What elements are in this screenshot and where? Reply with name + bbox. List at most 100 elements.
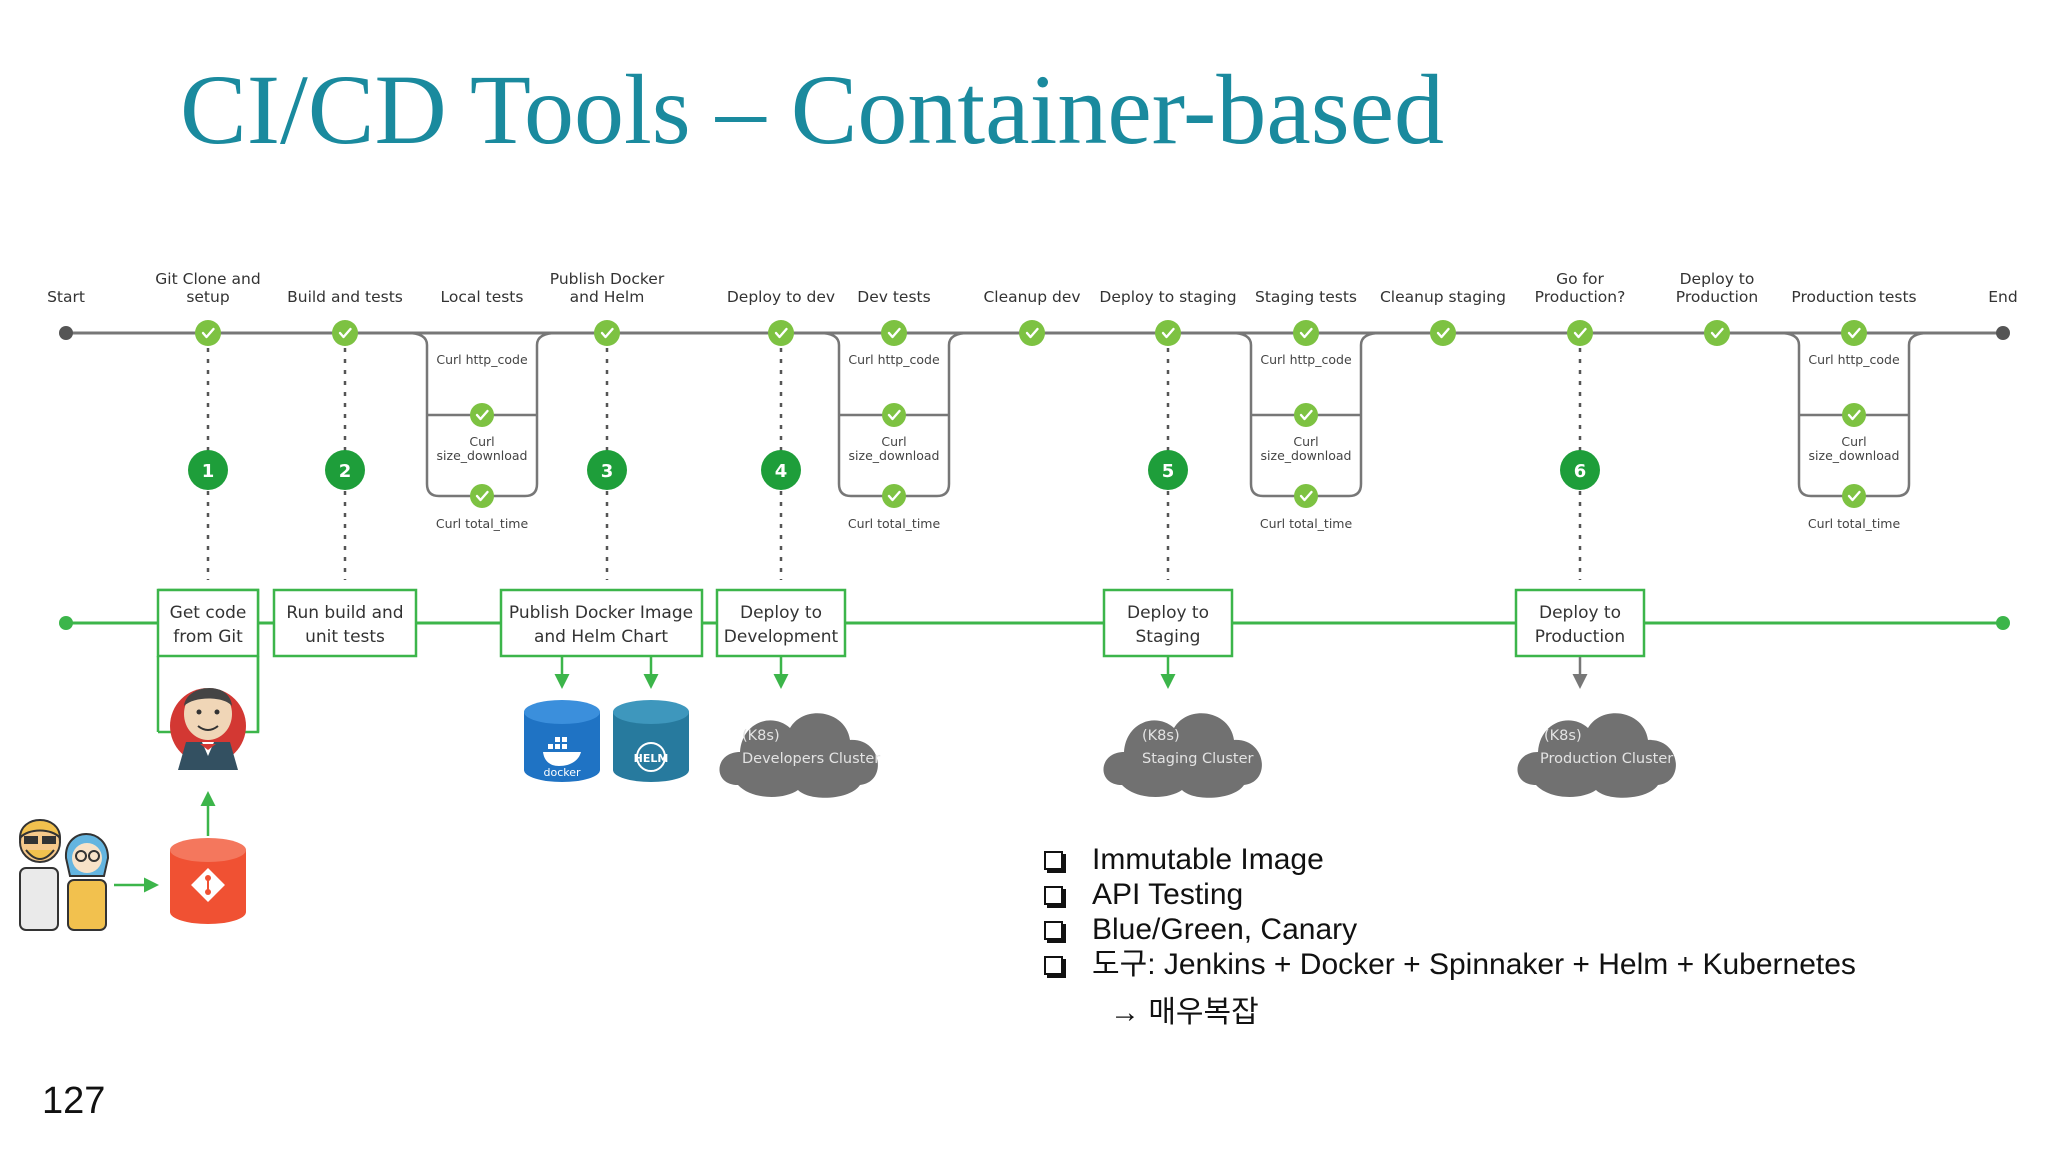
cloud-label: Developers Cluster xyxy=(742,751,880,767)
pipeline-end-dot xyxy=(1996,326,2010,340)
bullet-item: 도구: Jenkins + Docker + Spinnaker + Helm … xyxy=(1040,947,1856,982)
deploy-dev-box xyxy=(715,588,847,658)
check-icon xyxy=(1567,320,1593,346)
check-icon xyxy=(1841,320,1867,346)
docker-registry-icon: docker xyxy=(524,700,600,782)
bullet-text: 도구: Jenkins + Docker + Spinnaker + Helm … xyxy=(1092,948,1856,981)
test-step-label: Curl total_time xyxy=(436,516,529,531)
step-number: 3 xyxy=(587,348,627,580)
bullet-item: API Testing xyxy=(1040,877,1856,912)
page-number: 127 xyxy=(42,1080,106,1122)
helm-repository-icon: HELM xyxy=(613,700,689,782)
check-icon xyxy=(1293,320,1319,346)
step-number: 4 xyxy=(761,348,801,580)
flow-start-dot xyxy=(59,616,73,630)
svg-text:HELM: HELM xyxy=(634,752,669,765)
stage-label: Local tests xyxy=(441,288,524,306)
stage-label: Deploy to staging xyxy=(1099,288,1236,306)
git-repository-icon xyxy=(170,838,246,924)
flow-end-dot xyxy=(1996,616,2010,630)
deploy-staging-box xyxy=(1102,588,1234,658)
developers-cluster-cloud: (K8s) Developers Cluster xyxy=(719,713,880,798)
bullet-list: Immutable Image API Testing Blue/Green, … xyxy=(1040,842,1856,982)
step-number: 1 xyxy=(188,348,228,580)
check-icon xyxy=(1155,320,1181,346)
test-step-label: Curl http_code xyxy=(848,352,940,367)
step-number: 2 xyxy=(325,348,365,580)
checkbox-bullet-icon xyxy=(1044,851,1063,870)
start-label: Start xyxy=(47,288,85,306)
cloud-label: Production Cluster xyxy=(1540,751,1673,767)
deploy-production-box xyxy=(1514,588,1646,658)
check-icon xyxy=(470,403,494,427)
stage-label: Deploy to dev xyxy=(727,288,835,306)
check-icon xyxy=(594,320,620,346)
step-number: 6 xyxy=(1560,348,1600,580)
test-step-label: Curl http_code xyxy=(1260,352,1352,367)
test-step-label: Curl http_code xyxy=(1808,352,1900,367)
check-icon xyxy=(882,403,906,427)
stage-label: Production tests xyxy=(1791,288,1916,306)
svg-text:6: 6 xyxy=(1574,461,1587,482)
pipeline-start-dot xyxy=(59,326,73,340)
stage-label: Dev tests xyxy=(857,288,930,306)
check-icon xyxy=(1294,403,1318,427)
check-icon xyxy=(195,320,221,346)
svg-text:4: 4 xyxy=(775,461,788,482)
stage-label: Cleanup dev xyxy=(983,288,1080,306)
svg-text:1: 1 xyxy=(202,461,215,482)
staging-cluster-cloud: (K8s) Staging Cluster xyxy=(1103,713,1262,798)
stage-label: Cleanup staging xyxy=(1380,288,1506,306)
check-icon xyxy=(881,320,907,346)
cloud-label: (K8s) xyxy=(742,728,780,744)
svg-text:docker: docker xyxy=(543,766,581,779)
svg-text:3: 3 xyxy=(601,461,614,482)
svg-text:2: 2 xyxy=(339,461,352,482)
stage-label: Build and tests xyxy=(287,288,403,306)
check-icon xyxy=(1704,320,1730,346)
check-icon xyxy=(882,484,906,508)
check-icon xyxy=(1842,484,1866,508)
cloud-label: Staging Cluster xyxy=(1142,751,1254,767)
bullet-text: Blue/Green, Canary xyxy=(1092,913,1358,946)
test-step-label: Curl total_time xyxy=(1808,516,1901,531)
cloud-label: (K8s) xyxy=(1142,728,1180,744)
cloud-label: (K8s) xyxy=(1544,728,1582,744)
bullet-text: Immutable Image xyxy=(1092,843,1324,876)
check-icon xyxy=(1019,320,1045,346)
check-icon xyxy=(768,320,794,346)
publish-box xyxy=(499,588,704,658)
bullet-item: Immutable Image xyxy=(1040,842,1856,877)
check-icon xyxy=(1430,320,1456,346)
developers-icon xyxy=(18,819,110,931)
test-step-label: Curl total_time xyxy=(848,516,941,531)
end-label: End xyxy=(1988,288,2017,306)
sub-bullet: → 매우복잡 xyxy=(1110,996,1259,1029)
checkbox-bullet-icon xyxy=(1044,921,1063,940)
checkbox-bullet-icon xyxy=(1044,886,1063,905)
bullet-item: Blue/Green, Canary xyxy=(1040,912,1856,947)
checkbox-bullet-icon xyxy=(1044,956,1063,975)
check-icon xyxy=(1842,403,1866,427)
get-code-box xyxy=(156,588,260,658)
bullet-text: API Testing xyxy=(1092,878,1244,911)
check-icon xyxy=(1294,484,1318,508)
jenkins-icon xyxy=(170,687,246,770)
stage-label: Staging tests xyxy=(1255,288,1357,306)
page-title: CI/CD Tools – Container-based xyxy=(180,54,1445,165)
